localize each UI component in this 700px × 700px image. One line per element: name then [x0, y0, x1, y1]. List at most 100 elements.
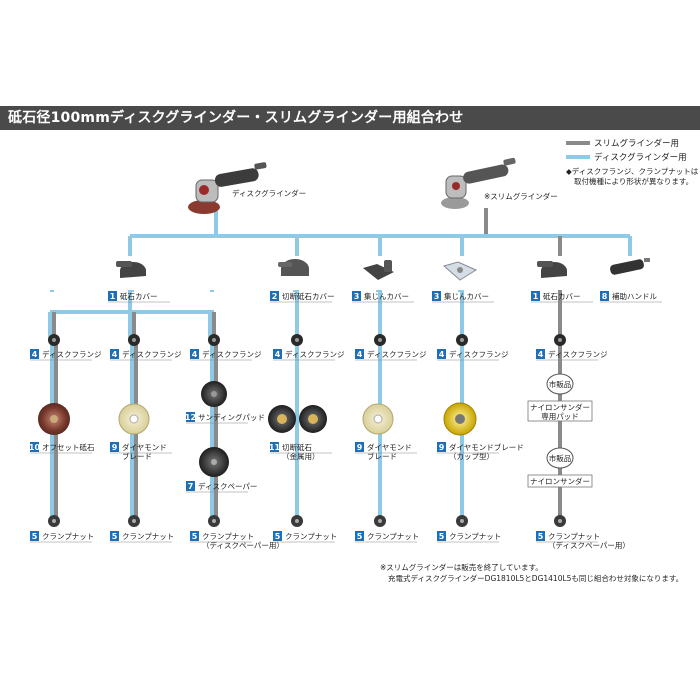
cutting-wheel-hub: [277, 414, 287, 424]
disc-flange-hub: [460, 338, 464, 342]
part-number-badge: [352, 291, 361, 301]
part-number: 8: [602, 292, 608, 301]
part-number-badge: [30, 442, 39, 452]
part-number: 5: [357, 532, 363, 541]
part-number: 2: [272, 292, 278, 301]
part-number-badge: [355, 531, 364, 541]
cover-label: 2 切断砥石カバー: [270, 291, 335, 303]
legend-disc-label: ディスクグラインダー用: [594, 152, 687, 163]
part-number: 4: [357, 350, 363, 359]
disc-flange-hub: [52, 338, 56, 342]
disc-flange-hub: [295, 338, 299, 342]
market-label-box: [527, 400, 593, 422]
side-handle-icon: [610, 258, 650, 275]
nut-icons: [48, 515, 566, 527]
part-label: ディスクフランジ: [42, 349, 102, 359]
disc-flange-hub: [132, 338, 136, 342]
part-number-badge: [437, 349, 446, 359]
disc-flange-hub: [378, 338, 382, 342]
market-badge-text: 市販品: [549, 379, 572, 389]
part-label: クランプナット: [449, 532, 501, 541]
part-number-badge: [273, 531, 282, 541]
diamond-blade-hub: [373, 414, 383, 424]
slim-grinder-label: ※スリムグラインダー: [484, 191, 558, 201]
part-number-badge: [273, 349, 282, 359]
part-label: 集じんカバー: [444, 291, 489, 301]
part-label: ディスクフランジ: [122, 349, 182, 359]
dust-cover-clear-icon: [442, 261, 478, 281]
part-label: クランプナット: [367, 532, 419, 541]
part-number: 9: [439, 443, 445, 452]
cover-label: 1 砥石カバー: [108, 291, 170, 303]
wheel-label: 9 ダイヤモンドブレード: [355, 442, 417, 461]
wheel-guard-icon: [537, 261, 567, 278]
market-label: ナイロンサンダー: [530, 402, 590, 412]
part-number-badge: [437, 531, 446, 541]
cup-diamond-blade-hub: [455, 414, 465, 424]
part-label: ダイヤモンド: [122, 442, 167, 452]
legend-note-line1: ◆ディスクフランジ、クランプナットは: [566, 166, 699, 176]
part-number: 5: [192, 532, 198, 541]
part-label: クランプナット: [285, 532, 337, 541]
slim-grinder-icon: [441, 157, 516, 209]
part-number-badge: [186, 481, 195, 491]
clamp-nut-label: 5 クランプナット: [355, 531, 419, 543]
part-number: 12: [185, 413, 196, 422]
part-number-badge: [270, 442, 279, 452]
disc-paper-hub: [211, 459, 217, 465]
part-number-badge: [190, 349, 199, 359]
part-label: ダイヤモンド: [367, 442, 412, 452]
sanding-pad-hub: [211, 391, 217, 397]
part-number: 9: [357, 443, 363, 452]
part-label: ディスクペーパー: [198, 481, 257, 491]
disc-grinder-label: ディスクグラインダー: [232, 188, 306, 198]
part-label: 切断砥石カバー: [282, 291, 335, 301]
part-number: 4: [275, 350, 281, 359]
part-number: 5: [112, 532, 118, 541]
part-number-badge: [110, 349, 119, 359]
market-badge-text: 市販品: [549, 453, 572, 463]
legend-note-line2: 取付機種により形状が異なります。: [574, 176, 693, 186]
part-label: ディスクフランジ: [548, 349, 608, 359]
part-number-badge: [270, 291, 279, 301]
part-number: 1: [110, 292, 116, 301]
part-number-badge: [531, 291, 540, 301]
part-label: サンディングパッド: [198, 412, 265, 422]
part-number: 4: [538, 350, 544, 359]
part-number-badge: [355, 442, 364, 452]
part-number: 3: [354, 292, 360, 301]
part-number: 4: [112, 350, 118, 359]
disc-grinder-icon: [188, 162, 267, 214]
part-label: 砥石カバー: [120, 292, 158, 301]
market-label-box: [527, 474, 593, 488]
part-number: 4: [439, 350, 445, 359]
part-label: クランプナット: [548, 532, 600, 541]
part-label: 切断砥石: [282, 442, 312, 452]
part-number: 10: [29, 443, 41, 452]
part-label: ダイヤモンドブレード: [449, 442, 524, 452]
disc-flange-hub: [212, 338, 216, 342]
part-label: ディスクフランジ: [449, 349, 509, 359]
part-number: 5: [32, 532, 38, 541]
clamp-nut-hub: [212, 519, 216, 523]
part-label-line2: （金属用）: [282, 451, 320, 461]
part-label-line2: ブレード: [367, 451, 397, 461]
